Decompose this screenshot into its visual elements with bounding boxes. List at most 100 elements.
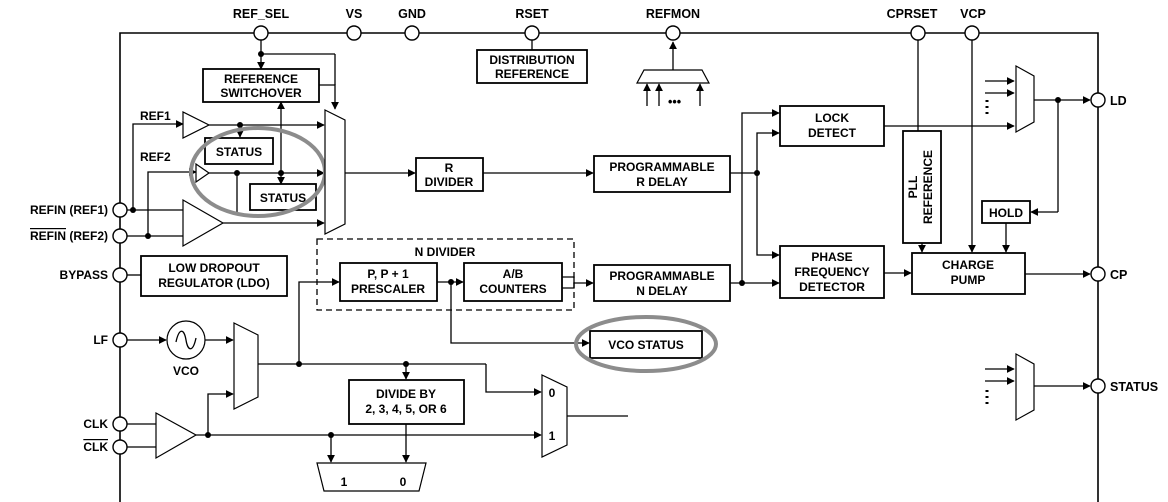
- vco-clk-mux: [233, 322, 259, 410]
- clk-buffer: [155, 411, 198, 460]
- right-pins: LD CP STATUS: [1090, 92, 1158, 394]
- r-divider-block: [415, 157, 484, 192]
- distribution-reference-line1: DISTRIBUTION: [489, 53, 574, 67]
- pin-cprset[interactable]: [910, 25, 926, 41]
- pin-status[interactable]: [1090, 378, 1106, 394]
- pin-vcp[interactable]: [964, 25, 980, 41]
- diff-ref-buffer: [182, 198, 225, 248]
- programmable-n-delay-block: [593, 264, 731, 302]
- pin-lf[interactable]: [112, 332, 128, 348]
- prescaler-line2: PRESCALER: [351, 282, 425, 296]
- programmable-r-delay-line1: PROGRAMMABLE: [609, 160, 714, 174]
- ldo-block: [140, 255, 288, 297]
- status-block-2-label: STATUS: [260, 191, 306, 205]
- pll-reference-line1: PLL: [906, 176, 920, 199]
- status-block-1-label: STATUS: [216, 145, 262, 159]
- output-mux: [541, 374, 568, 458]
- left-pins: REFIN (REF1) REFIN (REF2) BYPASS LF CLK …: [30, 202, 128, 455]
- programmable-n-delay-line1: PROGRAMMABLE: [609, 269, 714, 283]
- ab-counters-line2: COUNTERS: [479, 282, 546, 296]
- pin-clk-bar[interactable]: [112, 439, 128, 455]
- pin-rset[interactable]: [524, 25, 540, 41]
- status-mux: [985, 352, 1091, 422]
- ab-counters-block: [463, 262, 563, 302]
- refmon-dots: •••: [668, 95, 681, 109]
- pin-refmon[interactable]: [665, 25, 681, 41]
- refmon-mux: •••: [635, 41, 711, 109]
- label-gnd: GND: [398, 7, 426, 21]
- reference-switchover-block: [202, 68, 320, 103]
- label-status: STATUS: [1110, 380, 1158, 394]
- label-clk-bar: CLK: [83, 440, 108, 454]
- distribution-reference-block: [476, 49, 588, 84]
- vco: VCO: [127, 320, 234, 378]
- charge-pump-block: [911, 252, 1026, 295]
- reference-input-mux: [324, 109, 346, 235]
- label-rset: RSET: [515, 7, 549, 21]
- label-refin-ref2: REFIN (REF2): [30, 229, 108, 243]
- pfd-line1: PHASE: [811, 250, 852, 264]
- r-divider-line2: DIVIDER: [425, 175, 474, 189]
- divide-by-line2: 2, 3, 4, 5, OR 6: [365, 402, 447, 416]
- lock-detect-line1: LOCK: [815, 111, 849, 125]
- status-block-1: [204, 137, 274, 165]
- pin-cp[interactable]: [1090, 266, 1106, 282]
- label-cp: CP: [1110, 268, 1127, 282]
- reference-switchover-line1: REFERENCE: [224, 72, 298, 86]
- label-ref2: REF2: [140, 150, 171, 164]
- vco-status-block: [589, 330, 703, 359]
- label-ld: LD: [1110, 94, 1127, 108]
- reference-switchover-line2: SWITCHOVER: [220, 86, 302, 100]
- ref2-buffer: [195, 162, 211, 184]
- ref1-buffer: [182, 111, 211, 139]
- pin-gnd[interactable]: [404, 25, 420, 41]
- label-lf: LF: [93, 333, 108, 347]
- pll-reference-block: [902, 130, 942, 244]
- pin-clk[interactable]: [112, 416, 128, 432]
- output-mux-input-1: 1: [549, 429, 556, 443]
- charge-pump-line2: PUMP: [951, 273, 986, 287]
- label-refin-ref2-suffix: (REF2): [66, 229, 108, 243]
- label-vcp: VCP: [960, 7, 986, 21]
- output-mux-input-0: 0: [549, 386, 556, 400]
- n-divider-title: N DIVIDER: [415, 245, 476, 259]
- pin-vs[interactable]: [346, 25, 362, 41]
- ldo-line1: LOW DROPOUT: [168, 261, 260, 275]
- top-pins: REF_SEL VS GND RSET REFMON CPRSET VCP: [233, 7, 986, 41]
- label-cprset: CPRSET: [887, 7, 938, 21]
- label-refin-ref1: REFIN (REF1): [30, 203, 108, 217]
- label-refmon: REFMON: [646, 7, 700, 21]
- prescaler-block: [339, 262, 438, 302]
- label-refin-bar: REFIN: [30, 229, 66, 243]
- programmable-n-delay-line2: N DELAY: [636, 284, 688, 298]
- hold-label: HOLD: [989, 206, 1023, 220]
- reference-buffers: REF1 REF2: [127, 101, 325, 248]
- pin-ld[interactable]: [1090, 92, 1106, 108]
- phase-frequency-detector-block: [779, 245, 885, 299]
- ldo-line2: REGULATOR (LDO): [158, 276, 270, 290]
- n-path-wires: [730, 109, 780, 287]
- n-divider-group: [316, 238, 575, 311]
- pll-reference-line2: REFERENCE: [921, 150, 935, 224]
- programmable-r-delay-block: [593, 155, 731, 193]
- vco-label: VCO: [173, 364, 199, 378]
- label-bypass: BYPASS: [60, 268, 108, 282]
- bottom-mux-input-0: 0: [400, 475, 407, 489]
- bottom-mux: [316, 462, 427, 492]
- pin-refin-ref1[interactable]: [112, 202, 128, 218]
- divide-by-line1: DIVIDE BY: [376, 387, 436, 401]
- programmable-r-delay-line2: R DELAY: [636, 175, 688, 189]
- prescaler-line1: P, P + 1: [367, 267, 409, 281]
- ab-counters-line1: A/B: [503, 267, 524, 281]
- label-ref1: REF1: [140, 109, 171, 123]
- clk-input: [127, 390, 542, 463]
- pin-refin-ref2[interactable]: [112, 228, 128, 244]
- charge-pump-line1: CHARGE: [942, 258, 994, 272]
- divide-by-block: [348, 379, 465, 425]
- lock-detect-line2: DETECT: [808, 126, 857, 140]
- pin-bypass[interactable]: [112, 267, 128, 283]
- distribution-reference-line2: REFERENCE: [495, 67, 569, 81]
- pin-ref-sel[interactable]: [253, 25, 269, 41]
- label-ref-sel: REF_SEL: [233, 7, 290, 21]
